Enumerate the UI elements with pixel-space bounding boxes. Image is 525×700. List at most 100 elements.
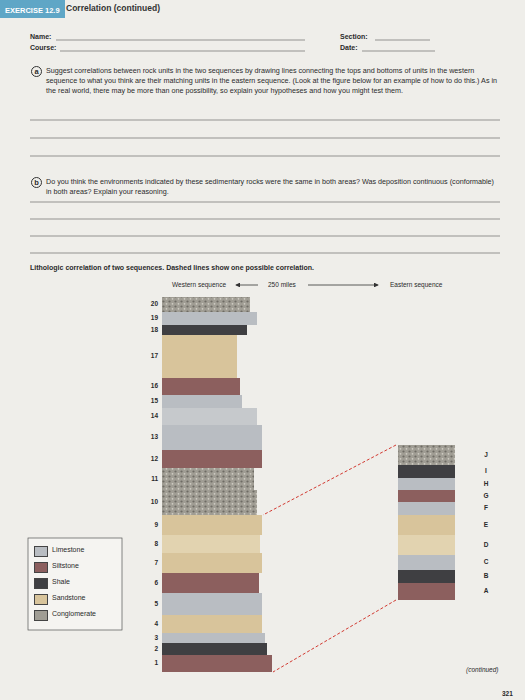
distance-label: 250 miles bbox=[268, 281, 296, 289]
rock-layer bbox=[162, 490, 257, 515]
layer-number: 17 bbox=[144, 352, 158, 360]
form-field: Course: bbox=[30, 44, 56, 52]
layer-number: 7 bbox=[144, 559, 158, 567]
sequence-label: Western sequence bbox=[172, 281, 226, 289]
rock-layer bbox=[162, 573, 259, 593]
correlation-lines bbox=[263, 445, 396, 672]
layer-letter: J bbox=[481, 451, 491, 459]
layer-letter: F bbox=[481, 504, 491, 512]
layer-number: 4 bbox=[144, 620, 158, 628]
rock-layer bbox=[398, 478, 455, 490]
exercise-tab: EXERCISE 12.9 bbox=[0, 0, 65, 18]
legend-swatch bbox=[34, 578, 48, 589]
layer-number: 5 bbox=[144, 600, 158, 608]
legend-label: Siltstone bbox=[52, 562, 79, 570]
continued-note: (continued) bbox=[466, 666, 499, 674]
rock-layer bbox=[162, 297, 250, 312]
rock-layer bbox=[162, 535, 260, 553]
legend-label: Limestone bbox=[52, 546, 84, 554]
rock-layer bbox=[162, 515, 262, 535]
rock-layer bbox=[398, 583, 455, 600]
rock-layer bbox=[162, 643, 267, 655]
answer-line bbox=[30, 219, 500, 220]
part-letter: b bbox=[32, 178, 41, 188]
layer-number: 8 bbox=[144, 540, 158, 548]
dashed-line bbox=[273, 600, 396, 672]
rock-layer bbox=[398, 445, 455, 465]
form-field: Name: bbox=[30, 33, 51, 41]
legend-swatch bbox=[34, 610, 48, 621]
layer-letter: I bbox=[481, 467, 491, 475]
rock-layer bbox=[162, 615, 262, 633]
question-text: Do you think the environments indicated … bbox=[46, 177, 501, 197]
rock-layer bbox=[162, 378, 240, 395]
page-number: 321 bbox=[502, 690, 513, 698]
page-title: Correlation (continued) bbox=[66, 3, 160, 13]
legend-label: Conglomerate bbox=[52, 610, 96, 618]
layer-letter: B bbox=[481, 572, 491, 580]
layer-number: 12 bbox=[144, 455, 158, 463]
rock-layer bbox=[162, 408, 257, 425]
layer-number: 15 bbox=[144, 397, 158, 405]
rock-layer bbox=[398, 555, 455, 570]
rock-layer bbox=[162, 312, 257, 325]
rock-layer bbox=[162, 335, 237, 378]
layer-number: 10 bbox=[144, 498, 158, 506]
rock-layer bbox=[162, 425, 262, 450]
rock-layer bbox=[162, 633, 265, 643]
rock-layer bbox=[162, 593, 262, 615]
layer-number: 19 bbox=[144, 314, 158, 322]
rock-layer bbox=[398, 535, 455, 555]
fill-line bbox=[375, 40, 430, 41]
part-letter: a bbox=[32, 67, 41, 77]
figure-caption: Lithologic correlation of two sequences.… bbox=[30, 264, 314, 272]
rock-layer bbox=[162, 553, 262, 573]
layer-letter: G bbox=[481, 492, 491, 500]
answer-line bbox=[30, 120, 500, 121]
dashed-line bbox=[263, 445, 396, 515]
fill-line bbox=[56, 40, 305, 41]
part-circle: b bbox=[31, 177, 42, 188]
legend-swatch bbox=[34, 562, 48, 573]
layer-number: 16 bbox=[144, 382, 158, 390]
answer-line bbox=[30, 156, 500, 157]
answer-line bbox=[30, 202, 500, 203]
layer-letter: E bbox=[481, 521, 491, 529]
rock-layer bbox=[398, 490, 455, 502]
question-text: Suggest correlations between rock units … bbox=[46, 66, 501, 96]
layer-number: 11 bbox=[144, 475, 158, 483]
rock-layer bbox=[162, 395, 242, 408]
layer-number: 2 bbox=[144, 645, 158, 653]
layer-number: 9 bbox=[144, 521, 158, 529]
answer-line bbox=[30, 236, 500, 237]
rock-layer bbox=[398, 570, 455, 583]
legend-label: Sandstone bbox=[52, 594, 85, 602]
answer-line bbox=[30, 138, 500, 139]
rock-layer bbox=[398, 502, 455, 515]
layer-letter: C bbox=[481, 558, 491, 566]
layer-number: 13 bbox=[144, 433, 158, 441]
legend-swatch bbox=[34, 594, 48, 605]
rock-layer bbox=[162, 655, 272, 672]
legend-swatch bbox=[34, 546, 48, 557]
eastern-column bbox=[398, 445, 455, 600]
distance-arrows bbox=[236, 285, 378, 286]
layer-letter: A bbox=[481, 587, 491, 595]
fill-line bbox=[60, 51, 305, 52]
answer-line bbox=[30, 253, 500, 254]
rock-layer bbox=[162, 450, 262, 468]
layer-number: 6 bbox=[144, 579, 158, 587]
rock-layer bbox=[398, 465, 455, 478]
layer-number: 18 bbox=[144, 326, 158, 334]
fill-line bbox=[362, 51, 435, 52]
rock-layer bbox=[162, 325, 247, 335]
form-field: Section: bbox=[340, 33, 368, 41]
layer-number: 3 bbox=[144, 634, 158, 642]
part-circle: a bbox=[31, 66, 42, 77]
layer-number: 1 bbox=[144, 659, 158, 667]
form-lines bbox=[30, 40, 500, 253]
layer-letter: D bbox=[481, 541, 491, 549]
western-column bbox=[162, 297, 272, 672]
layer-number: 20 bbox=[144, 300, 158, 308]
rock-layer bbox=[162, 468, 254, 490]
